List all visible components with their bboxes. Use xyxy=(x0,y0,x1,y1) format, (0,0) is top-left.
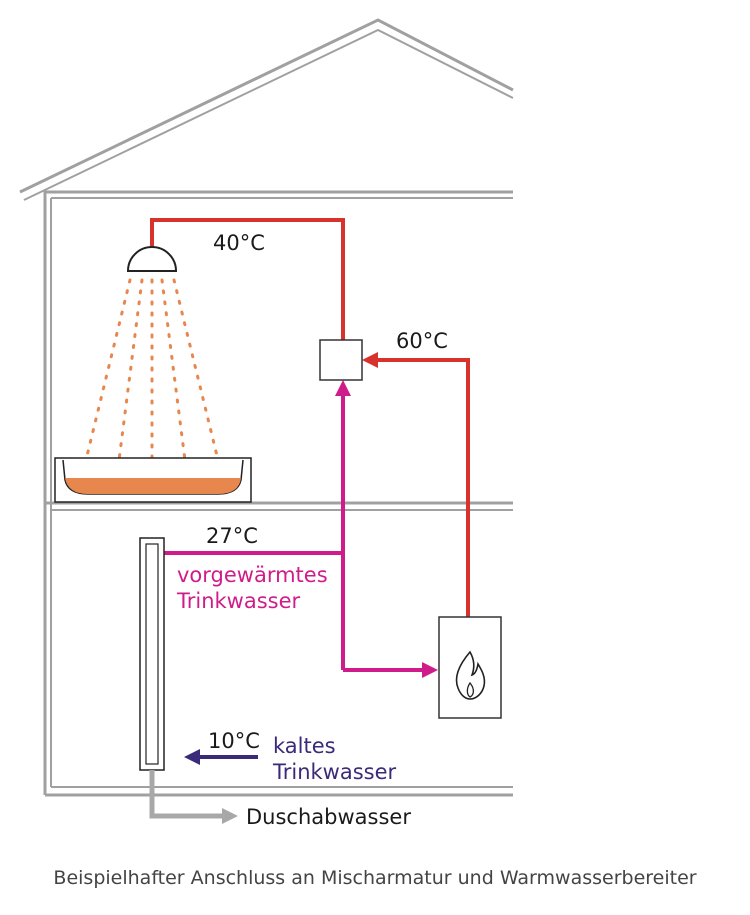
boiler xyxy=(438,616,502,719)
boiler-hot-pipe xyxy=(376,358,470,617)
label-cold-line1: kaltes xyxy=(273,734,336,758)
label-cold-line2: Trinkwasser xyxy=(272,760,397,784)
label-preheated-line1: vorgewärmtes xyxy=(177,563,328,587)
label-preheated-temp: 27°C xyxy=(206,524,258,548)
preheated-arrow-right xyxy=(422,662,438,678)
boiler-flame-icon xyxy=(455,650,486,700)
preheated-pipes xyxy=(160,392,424,672)
shower-head-icon xyxy=(126,246,178,272)
drain-arrow-head xyxy=(222,808,238,824)
label-preheated-line2: Trinkwasser xyxy=(176,589,301,613)
roof xyxy=(19,18,514,194)
label-hot-temp: 60°C xyxy=(396,329,448,353)
roof-inner xyxy=(23,28,514,201)
label-shower-temp: 40°C xyxy=(213,231,265,255)
shower-supply-pipe xyxy=(150,218,345,340)
label-drain: Duschabwasser xyxy=(246,805,411,829)
house-structure xyxy=(19,18,514,797)
shower-spray xyxy=(82,278,222,470)
preheated-arrow-up xyxy=(335,380,351,396)
label-cold-temp: 10°C xyxy=(208,729,260,753)
mixing-valve-box xyxy=(319,339,363,381)
heat-exchanger xyxy=(139,496,165,771)
shower-tray xyxy=(54,457,252,503)
hot-arrow-head xyxy=(362,352,378,368)
cold-water-inlet xyxy=(184,749,258,765)
cold-arrow-head xyxy=(184,749,200,765)
hot-water-pipes xyxy=(150,218,470,617)
figure-caption: Beispielhafter Anschluss an Mischarmatur… xyxy=(53,867,696,889)
drain-pipe xyxy=(149,770,238,824)
